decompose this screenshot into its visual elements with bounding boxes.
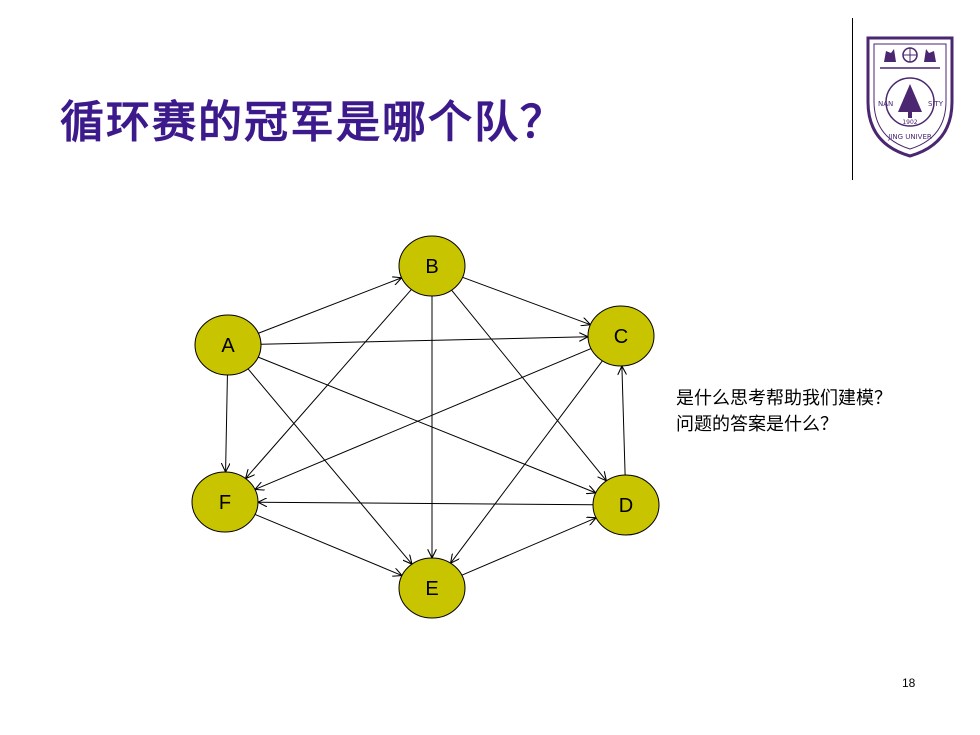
- edge-a-to-c: [260, 337, 588, 345]
- slide-title: 循环赛的冠军是哪个队？: [60, 97, 566, 148]
- node-circle: [398, 557, 466, 619]
- edge-c-to-f: [255, 348, 592, 490]
- edge-a-to-b: [258, 278, 401, 334]
- side-note: 是什么思考帮助我们建模？ 问题的答案是什么？: [676, 386, 892, 438]
- node-f: F: [191, 471, 259, 533]
- nanjing-university-logo: 1902 NAN SITY JING UNIVER: [866, 36, 954, 158]
- node-label: B: [425, 256, 438, 278]
- node-label: D: [619, 495, 633, 517]
- node-label: F: [219, 492, 231, 514]
- svg-text:SITY: SITY: [928, 100, 944, 108]
- header-divider: [852, 18, 853, 180]
- edge-a-to-f: [226, 374, 228, 472]
- svg-text:JING UNIVER: JING UNIVER: [887, 133, 932, 141]
- node-a: A: [194, 314, 262, 376]
- edge-a-to-e: [247, 368, 412, 564]
- node-circle: [194, 314, 262, 376]
- node-label: A: [221, 335, 235, 357]
- edge-d-to-f: [258, 502, 594, 505]
- node-circle: [592, 474, 660, 536]
- edges: [226, 277, 626, 575]
- node-d: D: [592, 474, 660, 536]
- side-note-line-1: 是什么思考帮助我们建模？: [676, 388, 892, 409]
- node-label: E: [425, 578, 438, 600]
- edge-d-to-c: [622, 366, 625, 476]
- edge-b-to-d: [451, 289, 607, 481]
- logo-year: 1902: [902, 119, 917, 126]
- nodes: A B C D E F: [191, 235, 660, 619]
- node-b: B: [398, 235, 466, 297]
- side-note-line-2: 问题的答案是什么？: [676, 414, 838, 435]
- edge-a-to-d: [257, 356, 596, 493]
- edge-b-to-f: [246, 289, 412, 478]
- node-circle: [587, 305, 655, 367]
- edge-c-to-e: [451, 360, 603, 563]
- edge-f-to-e: [254, 514, 402, 575]
- node-circle: [191, 471, 259, 533]
- edge-e-to-d: [461, 518, 596, 576]
- node-label: C: [614, 326, 628, 348]
- svg-text:NAN: NAN: [878, 100, 893, 108]
- node-circle: [398, 235, 466, 297]
- page-number: 18: [902, 676, 916, 690]
- node-e: E: [398, 557, 466, 619]
- node-c: C: [587, 305, 655, 367]
- edge-b-to-c: [462, 276, 591, 324]
